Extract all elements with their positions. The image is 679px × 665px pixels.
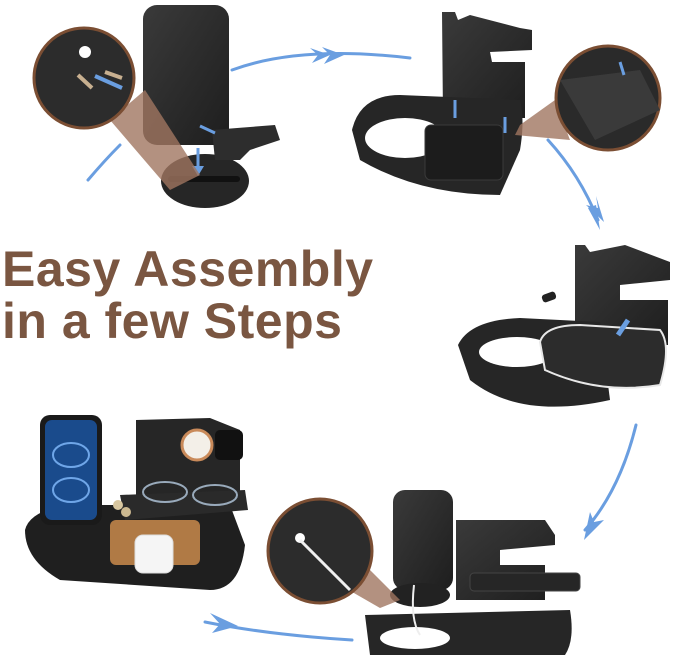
step4-callout bbox=[266, 497, 400, 608]
headline: Easy Assembly in a few Steps bbox=[2, 243, 374, 347]
arrow-heads bbox=[210, 47, 604, 633]
step3-parts bbox=[458, 245, 670, 407]
headline-line-1: Easy Assembly bbox=[2, 241, 374, 297]
step2-callout bbox=[515, 44, 662, 152]
headline-line-2: in a few Steps bbox=[2, 293, 343, 349]
step1-callout bbox=[32, 26, 200, 190]
step4-parts bbox=[365, 490, 581, 655]
step2-parts bbox=[352, 12, 532, 195]
finished-organizer bbox=[25, 415, 248, 590]
